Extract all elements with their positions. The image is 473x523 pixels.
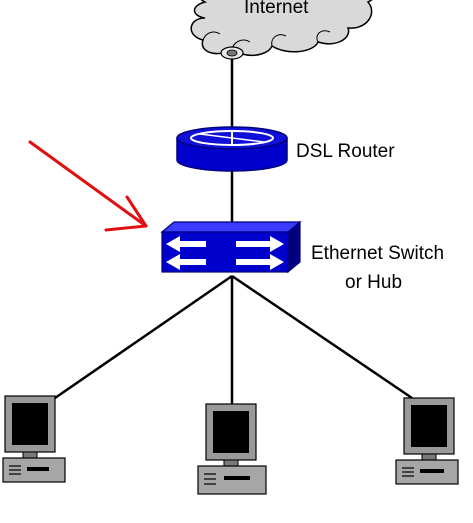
computer-icon xyxy=(2,395,66,483)
network-links xyxy=(54,58,413,404)
router-label: DSL Router xyxy=(296,141,395,162)
computer-icon xyxy=(395,397,459,485)
link-switch-pc-right xyxy=(231,274,413,400)
red-arrow-icon xyxy=(28,140,148,232)
internet-label: Internet xyxy=(244,0,309,18)
link-switch-pc-left xyxy=(54,274,233,400)
switch-label-line1: Ethernet Switch xyxy=(311,243,445,264)
computer-icon xyxy=(197,403,267,495)
cloud-icon xyxy=(190,0,373,60)
switch-icon xyxy=(160,220,302,274)
router-icon xyxy=(176,126,288,172)
switch-label-line2: or Hub xyxy=(345,272,403,293)
